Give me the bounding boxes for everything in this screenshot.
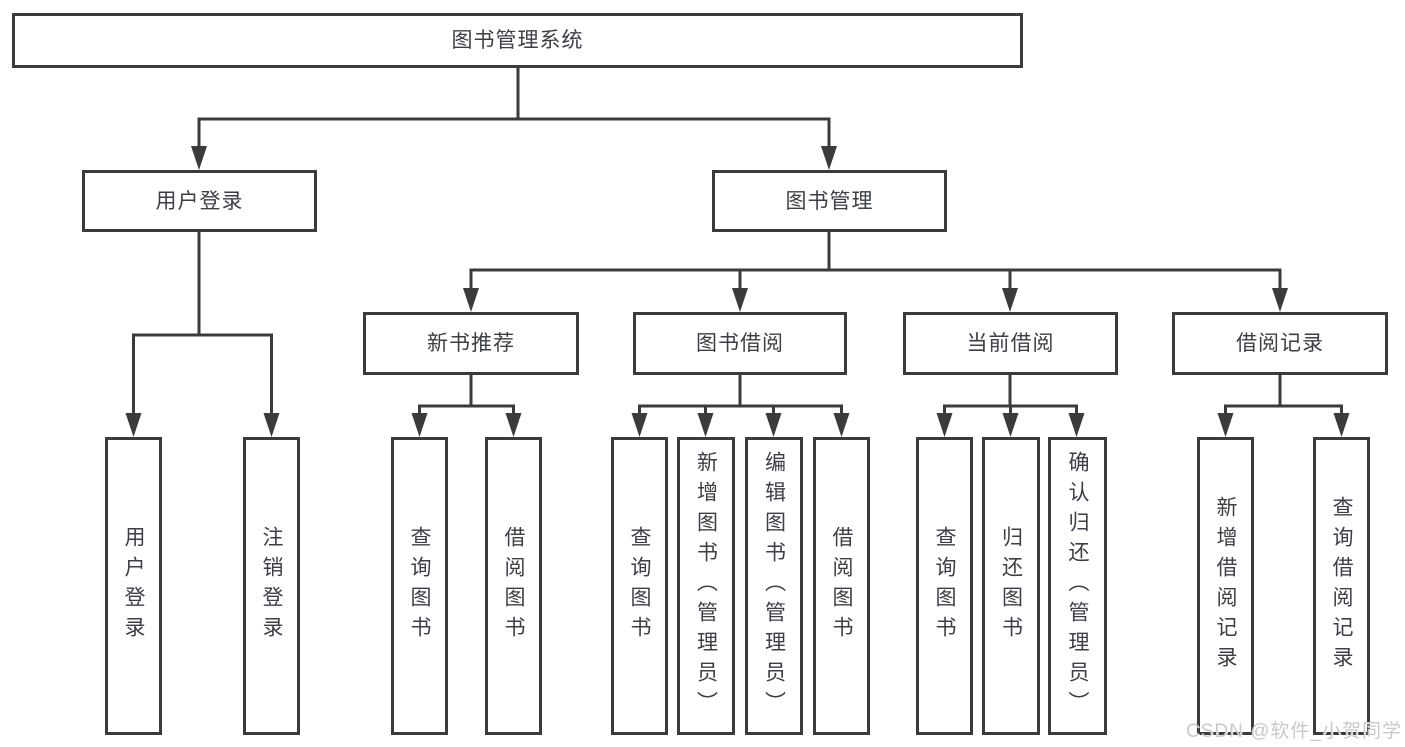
node-label: 归还图书 [999,526,1023,646]
node-label: 借阅记录 [1236,332,1324,355]
node-label: 查询借阅记录 [1330,496,1353,676]
node-new-book-recommend: 新书推荐 [363,312,579,375]
leaf-cb-query-books: 查询图书 [916,437,973,735]
node-label: 注销登录 [260,526,283,646]
leaf-bb-query-books: 查询图书 [611,437,668,735]
leaf-bb-edit-books-admin: 编辑图书（管理员） [745,437,803,735]
node-current-borrow: 当前借阅 [903,312,1118,375]
node-label: 新增图书（管理员） [694,451,718,721]
node-label: 查询图书 [933,526,956,646]
csdn-watermark: CSDN @软件_小贺同学 [1186,721,1402,742]
node-label: 编辑图书（管理员） [762,451,786,721]
leaf-cb-confirm-return-admin: 确认归还（管理员） [1048,437,1107,735]
leaf-nbr-borrow-books: 借阅图书 [485,437,542,735]
node-label: 查询图书 [628,526,651,646]
node-root: 图书管理系统 [12,13,1023,68]
node-label: 图书管理 [785,189,874,213]
leaf-user-login: 用户登录 [105,437,162,735]
node-label: 确认归还（管理员） [1066,451,1089,721]
node-label: 图书管理系统 [451,29,584,52]
node-user-login-branch: 用户登录 [82,170,317,232]
leaf-br-query-borrow-record: 查询借阅记录 [1313,437,1370,735]
node-label: 查询图书 [408,526,431,646]
node-book-management-branch: 图书管理 [712,170,947,232]
node-book-borrow: 图书借阅 [633,312,847,375]
node-label: 借阅图书 [830,526,853,646]
leaf-bb-add-books-admin: 新增图书（管理员） [677,437,735,735]
node-borrow-records: 借阅记录 [1172,312,1388,375]
node-label: 用户登录 [155,189,244,213]
leaf-nbr-query-books: 查询图书 [391,437,448,735]
node-label: 用户登录 [122,526,145,646]
leaf-br-add-borrow-record: 新增借阅记录 [1197,437,1254,735]
node-label: 新增借阅记录 [1214,496,1237,676]
leaf-bb-borrow-books: 借阅图书 [813,437,870,735]
node-label: 图书借阅 [696,332,784,355]
node-label: 新书推荐 [427,332,515,355]
node-label: 借阅图书 [502,526,525,646]
leaf-cb-return-books: 归还图书 [982,437,1040,735]
node-label: 当前借阅 [966,332,1055,355]
leaf-logout: 注销登录 [243,437,300,735]
